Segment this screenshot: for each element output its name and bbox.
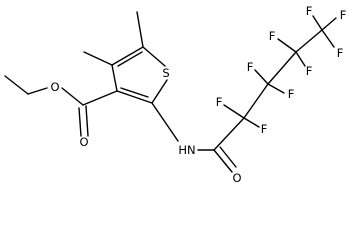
bond-amide-c-o-2 [219,146,237,168]
bond-cf3-f3 [321,29,335,48]
bond-c2-c3-inner [120,87,149,98]
bond-c3-c4 [111,64,118,92]
bond-carbonyl-to-c3 [82,90,118,106]
bonds [4,11,337,173]
bond-amide-c-o-1 [213,149,233,173]
bond-cf3-f1 [312,15,323,31]
bond-ethyl-ch3-ch2 [4,75,29,95]
bond-ester-c-o-double-1 [78,107,82,137]
fluorine-atom-label: F [306,64,313,78]
amide-oxygen-label: O [232,171,241,185]
bond-c4-c5-inner [117,51,143,67]
bond-cf2b-f2 [267,83,285,94]
molecule-structure: S O O HN O F F F F F F F F F [4,4,346,185]
structure-canvas: S O O HN O F F F F F F F F F [4,4,346,185]
bond-cf2b-f1 [254,69,269,85]
bond-cf2b-cf2c [267,51,297,85]
sulfur-atom-label: S [162,66,169,80]
fluorine-atom-label: F [340,8,347,22]
fluorine-atom-label: F [261,122,268,136]
ester-single-oxygen-label: O [50,80,59,94]
bond-c5-s1 [142,46,166,67]
bond-c4-c5 [111,46,144,66]
bond-amide-c-cf2a [213,117,245,151]
bond-c2-c3 [116,90,153,104]
fluorine-atom-label: F [247,60,254,74]
fluorine-atom-label: F [269,29,276,43]
bond-ethyl-ch2-o [27,87,48,95]
fluorine-atom-label: F [288,87,295,101]
bond-cf2a-cf2b [243,83,269,119]
bond-c4-methyl [83,51,113,66]
ester-carbonyl-oxygen-label: O [79,135,88,149]
atom-labels: S O O HN O F F F F F F F F F [50,4,346,185]
fluorine-atom-label: F [337,46,344,60]
bond-s1-c2 [151,79,168,104]
bond-c2-nh [151,102,179,142]
fluorine-atom-label: F [216,95,223,109]
bond-cf2c-f2 [295,51,306,67]
bond-cf2a-f1 [223,104,245,119]
fluorine-atom-label: F [306,4,313,18]
bond-cf2c-cf3 [295,29,323,53]
bond-o-carbonyl-carbon [61,87,84,106]
bond-ester-c-o-double-2 [85,105,89,137]
bond-cf2a-f2 [243,117,260,128]
bond-c5-methyl [136,11,144,48]
bond-cf3-f2 [321,17,337,31]
amine-nh-label: HN [178,143,195,157]
bond-cf2c-f1 [277,38,297,53]
